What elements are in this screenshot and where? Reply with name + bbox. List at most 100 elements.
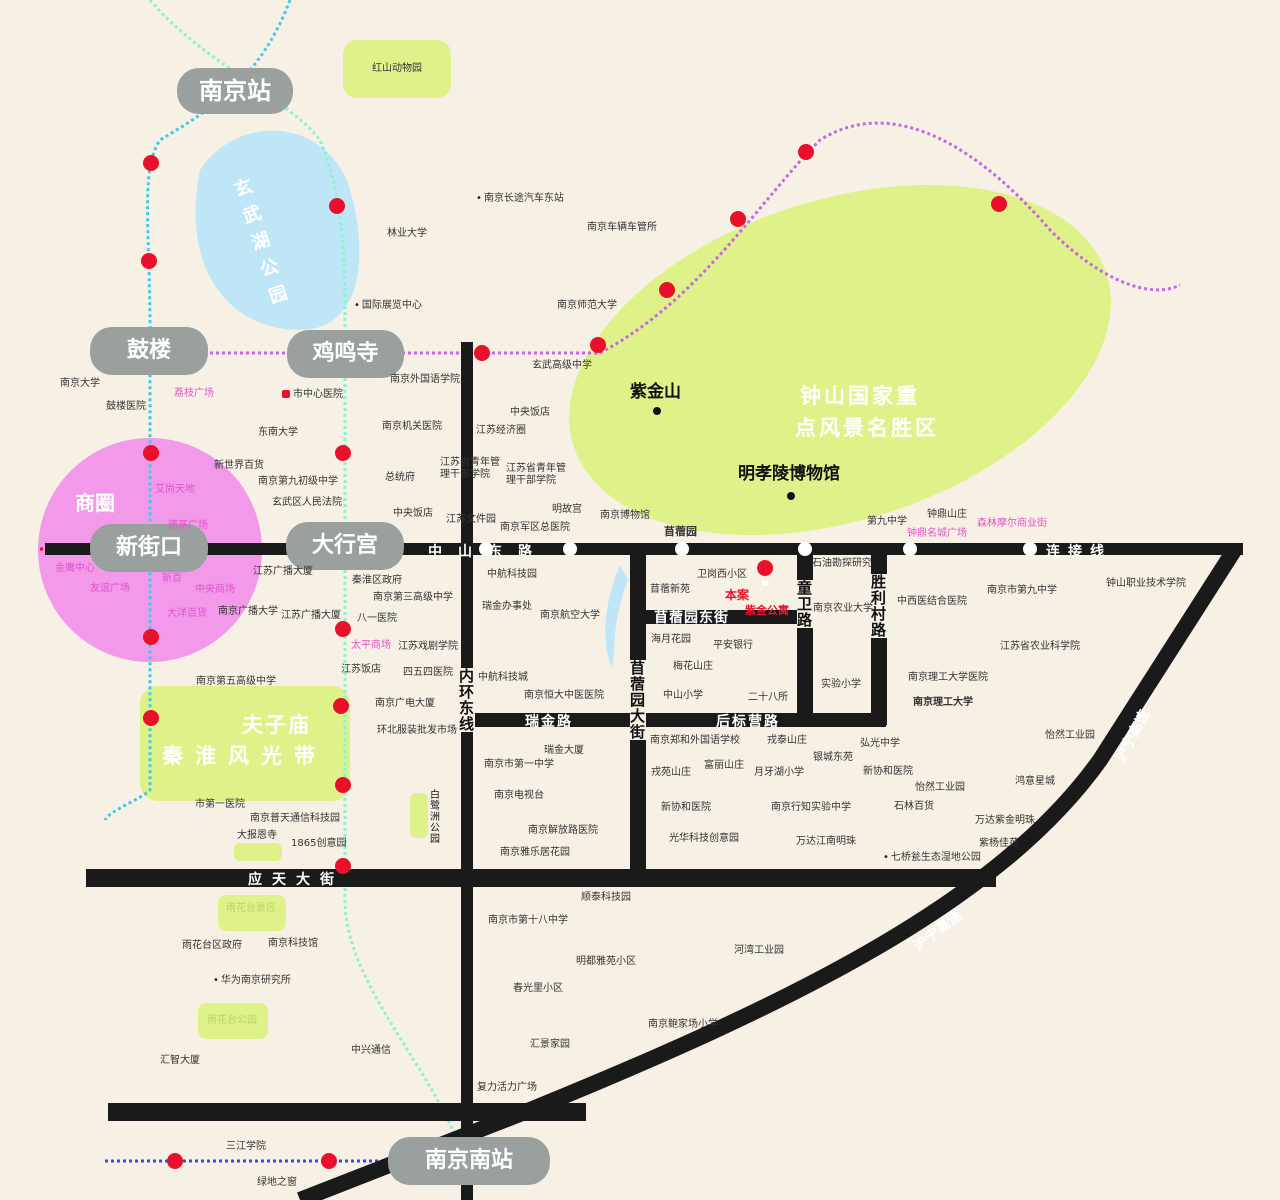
poi[interactable]: 中央商场 [195, 584, 235, 595]
poi[interactable]: 艾尚天地 [155, 484, 195, 495]
poi[interactable]: 戎泰山庄 [767, 735, 807, 746]
poi[interactable]: 三江学院 [226, 1141, 266, 1152]
poi[interactable]: 富丽山庄 [704, 760, 744, 771]
poi[interactable]: 金鹰中心 [55, 563, 95, 574]
poi[interactable]: 南京科技馆 [268, 938, 318, 949]
poi[interactable]: 南京市第十八中学 [488, 915, 568, 926]
poi[interactable]: 八一医院 [357, 613, 397, 624]
poi[interactable]: 南京外国语学院 [390, 374, 460, 385]
poi[interactable]: 钟鼎名城广场 [907, 528, 967, 539]
poi[interactable]: 南京鲍家场小学 [648, 1019, 718, 1030]
poi[interactable]: 鼓楼医院 [106, 401, 146, 412]
poi[interactable]: 华为南京研究所 [213, 975, 291, 987]
poi[interactable]: 南京车辆车管所 [587, 222, 657, 233]
poi[interactable]: 南京普天通信科技园 [250, 813, 340, 824]
poi[interactable]: 南京恒大中医医院 [524, 690, 604, 701]
poi[interactable]: 石油勘探研究 [812, 558, 872, 569]
poi[interactable]: 第九中学 [867, 516, 907, 527]
poi[interactable]: 国际展览中心 [354, 300, 422, 312]
poi[interactable]: 雨花台区政府 [182, 940, 242, 951]
poi[interactable]: 江苏省青年管理干部学院 [440, 457, 500, 480]
poi[interactable]: 瑞金办事处 [482, 601, 532, 612]
poi[interactable]: 银城东苑 [813, 752, 853, 763]
poi[interactable]: 戎苑山庄 [651, 767, 691, 778]
poi[interactable]: 南京航空大学 [540, 610, 600, 621]
poi[interactable]: 新百 [162, 573, 182, 584]
poi[interactable]: 德基广场 [168, 520, 208, 531]
poi[interactable]: 森林摩尔商业街 [977, 518, 1047, 529]
poi[interactable]: 友谊广场 [90, 583, 130, 594]
poi[interactable]: 南京行知实验中学 [771, 802, 851, 813]
poi[interactable]: 钟鼎山庄 [927, 509, 967, 520]
poi[interactable]: 南京机关医院 [382, 421, 442, 432]
poi[interactable]: 汇景家园 [530, 1039, 570, 1050]
poi[interactable]: 东南大学 [258, 427, 298, 438]
station-xinjiekou[interactable]: 新街口 [90, 524, 208, 572]
poi[interactable]: 江苏省农业科学院 [1000, 641, 1080, 652]
poi[interactable]: 1865创意园 [291, 838, 347, 849]
poi[interactable]: 弘光中学 [860, 738, 900, 749]
poi[interactable]: 玄武高级中学 [532, 360, 592, 371]
poi[interactable]: 汇智大厦 [160, 1055, 200, 1066]
poi[interactable]: 怡然工业园 [915, 782, 965, 793]
poi[interactable]: 江苏戏剧学院 [398, 641, 458, 652]
poi[interactable]: 太平商场 [351, 640, 391, 651]
poi[interactable]: 大洋百货 [167, 608, 207, 619]
poi[interactable]: 南京市第一中学 [484, 759, 554, 770]
poi[interactable]: 卫岗西小区 [697, 569, 747, 580]
poi[interactable]: 月牙湖小学 [754, 767, 804, 778]
poi[interactable]: 荔枝广场 [174, 388, 214, 399]
poi[interactable]: 林业大学 [387, 228, 427, 239]
poi[interactable]: 四五四医院 [403, 667, 453, 678]
poi[interactable]: 怡然工业园 [1045, 730, 1095, 741]
poi[interactable]: 中央饭店 [510, 407, 550, 418]
poi[interactable]: 南京博物馆 [600, 510, 650, 521]
poi[interactable]: 总统府 [385, 472, 415, 483]
poi[interactable]: 海月花园 [651, 634, 691, 645]
poi[interactable]: 南京第九初级中学 [258, 476, 338, 487]
poi[interactable]: 苜蓿新苑 [650, 584, 690, 595]
poi[interactable]: 复力活力广场 [477, 1082, 537, 1093]
project-label[interactable]: 本案 [725, 588, 750, 602]
poi[interactable]: 环北服装批发市场 [377, 725, 457, 736]
poi[interactable]: 中央饭店 [393, 508, 433, 519]
poi[interactable]: 中兴通信 [351, 1045, 391, 1056]
station-daxinggong[interactable]: 大行宫 [286, 522, 404, 570]
poi[interactable]: 钟山职业技术学院 [1106, 578, 1186, 589]
poi[interactable]: 新世界百货 [214, 460, 264, 471]
poi[interactable]: 瑞金大厦 [544, 745, 584, 756]
poi[interactable]: 南京雅乐居花园 [500, 847, 570, 858]
poi[interactable]: 南京电视台 [494, 790, 544, 801]
poi[interactable]: 新协和医院 [661, 802, 711, 813]
poi[interactable]: 明都雅苑小区 [576, 956, 636, 967]
poi[interactable]: 江苏文件园 [446, 514, 496, 525]
poi[interactable]: 平安银行 [713, 640, 753, 651]
poi[interactable]: 南京第三高级中学 [373, 592, 453, 603]
poi[interactable]: 江苏经济圈 [476, 425, 526, 436]
poi[interactable]: 南京第五高级中学 [196, 676, 276, 687]
poi[interactable]: 二十八所 [748, 692, 788, 703]
project-name[interactable]: 紫金公寓 [745, 604, 789, 617]
poi[interactable]: 秦淮区政府 [352, 575, 402, 586]
poi[interactable]: 市第一医院 [195, 799, 245, 810]
station-nanjing[interactable]: 南京站 [177, 68, 293, 114]
poi[interactable]: 梅花山庄 [673, 661, 713, 672]
poi[interactable]: 南京解放路医院 [528, 825, 598, 836]
poi[interactable]: 绿地之窗 [257, 1177, 297, 1188]
poi[interactable]: 中山小学 [663, 690, 703, 701]
poi[interactable]: 七桥瓮生态湿地公园 [883, 852, 981, 864]
poi[interactable]: 南京广电大厦 [375, 698, 435, 709]
poi[interactable]: 苜蓿园 [664, 525, 697, 538]
poi[interactable]: 中航科技城 [478, 672, 528, 683]
poi[interactable]: 南京理工大学 [913, 697, 973, 708]
poi[interactable]: 中西医结合医院 [897, 596, 967, 607]
poi[interactable]: 明故宫 [552, 504, 582, 515]
poi[interactable]: 新协和医院 [863, 766, 913, 777]
poi-label[interactable]: 市中心医院 [293, 389, 343, 400]
poi[interactable]: 南京广播大学 [218, 606, 278, 617]
poi[interactable]: 南京长途汽车东站 [476, 193, 564, 205]
poi[interactable]: 万达紫金明珠 [975, 815, 1035, 826]
poi[interactable]: 江苏饭店 [341, 664, 381, 675]
poi[interactable]: 大报恩寺 [237, 830, 277, 841]
